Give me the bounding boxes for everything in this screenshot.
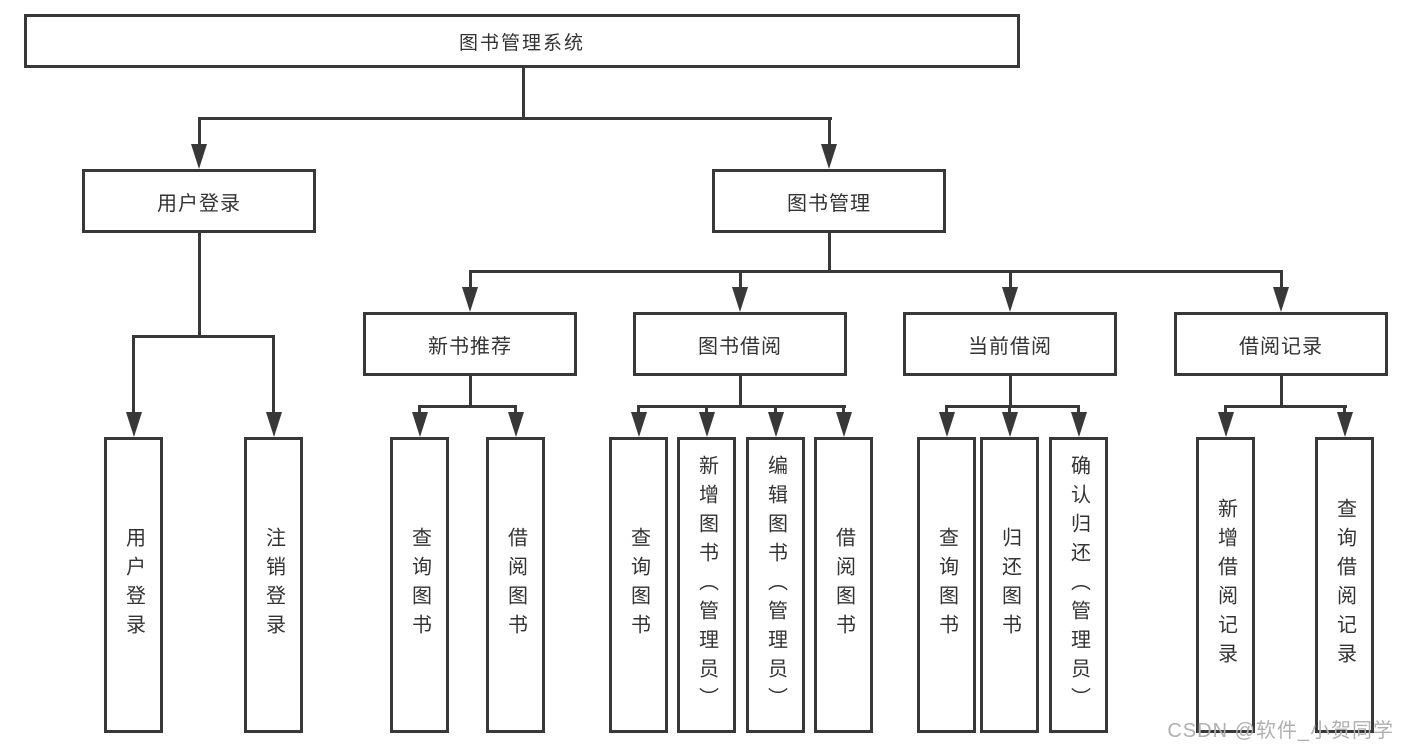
arrowhead: [835, 412, 852, 437]
node-label: 编辑图书（管理员）: [764, 454, 787, 716]
arrowhead: [1002, 287, 1018, 312]
node-label: 查询图书: [408, 527, 431, 643]
node-query-book-current: 查询图书: [917, 437, 976, 733]
connector-user-login-bus: [132, 334, 275, 338]
node-label: 查询借阅记录: [1333, 498, 1356, 672]
node-confirm-return-admin: 确认归还（管理员）: [1049, 437, 1108, 733]
node-label: 查询图书: [627, 527, 650, 643]
node-borrow-book: 借阅图书: [814, 437, 873, 733]
connector-user-login-stem: [197, 233, 201, 337]
connector-line: [1008, 271, 1012, 292]
node-label: 用户登录: [157, 192, 241, 215]
arrowhead: [1001, 412, 1018, 437]
arrowhead: [1217, 412, 1234, 437]
node-label: 查询图书: [935, 527, 958, 643]
node-add-book-admin: 新增图书（管理员）: [677, 437, 736, 733]
node-new-book-recommend: 新书推荐: [363, 312, 577, 376]
node-label: 当前借阅: [968, 335, 1052, 358]
connector-current-bus: [945, 404, 1080, 408]
connector-level2-bus: [468, 269, 1283, 273]
connector-root-stem: [521, 68, 525, 118]
node-edit-book-admin: 编辑图书（管理员）: [746, 437, 805, 733]
node-label: 注销登录: [262, 527, 285, 643]
arrowhead: [938, 412, 955, 437]
arrowhead: [767, 412, 784, 437]
node-query-book-recommend: 查询图书: [390, 437, 449, 733]
connector-recommend-bus: [418, 404, 517, 408]
node-library-system: 图书管理系统: [24, 14, 1020, 68]
connector-line: [132, 336, 135, 418]
arrowhead: [821, 144, 837, 169]
node-add-borrow-record: 新增借阅记录: [1196, 437, 1255, 733]
arrowhead: [462, 287, 478, 312]
connector-line: [197, 118, 201, 150]
connector-line: [272, 336, 275, 418]
connector-line: [738, 271, 742, 292]
node-label: 图书管理: [787, 192, 871, 215]
arrowhead: [1336, 412, 1353, 437]
node-label: 新增图书（管理员）: [695, 454, 718, 716]
connector-records-bus: [1224, 404, 1347, 408]
connector-book-mgmt-stem: [827, 233, 831, 272]
node-label: 借阅图书: [504, 527, 527, 643]
node-query-borrow-record: 查询借阅记录: [1315, 437, 1374, 733]
node-borrow-records: 借阅记录: [1174, 312, 1388, 376]
node-user-login: 用户登录: [104, 437, 163, 733]
connector-borrow-bus: [637, 404, 846, 408]
connector-recommend-stem: [468, 376, 472, 407]
node-label: 归还图书: [998, 527, 1021, 643]
csdn-watermark: CSDN @软件_小贺同学: [1167, 720, 1394, 742]
arrowhead: [125, 412, 142, 437]
node-logout: 注销登录: [244, 437, 303, 733]
node-book-management: 图书管理: [712, 169, 946, 233]
connector-line: [1279, 271, 1283, 292]
node-label: 确认归还（管理员）: [1067, 454, 1090, 716]
node-label: 新书推荐: [428, 335, 512, 358]
node-current-borrowing: 当前借阅: [903, 312, 1117, 376]
node-user-login-module: 用户登录: [82, 169, 316, 233]
arrowhead: [265, 412, 282, 437]
arrowhead: [507, 412, 524, 437]
node-label: 新增借阅记录: [1214, 498, 1237, 672]
node-return-book: 归还图书: [980, 437, 1039, 733]
node-label: 用户登录: [122, 527, 145, 643]
node-book-borrowing: 图书借阅: [633, 312, 847, 376]
node-query-book-borrowing: 查询图书: [609, 437, 668, 733]
connector-line: [827, 118, 831, 150]
node-label: 借阅记录: [1239, 335, 1323, 358]
node-label: 借阅图书: [832, 527, 855, 643]
node-label: 图书管理系统: [458, 32, 585, 54]
arrowhead: [630, 412, 647, 437]
node-borrow-book-recommend: 借阅图书: [486, 437, 545, 733]
connector-level1-bus: [197, 116, 832, 120]
node-label: 图书借阅: [698, 335, 782, 358]
arrowhead: [191, 144, 207, 169]
arrowhead: [411, 412, 428, 437]
arrowhead: [1273, 287, 1289, 312]
connector-line: [468, 271, 472, 292]
connector-records-stem: [1279, 376, 1283, 407]
arrowhead: [698, 412, 715, 437]
connector-borrow-stem: [738, 376, 742, 407]
connector-current-stem: [1008, 376, 1012, 407]
arrowhead: [732, 287, 748, 312]
arrowhead: [1070, 412, 1087, 437]
